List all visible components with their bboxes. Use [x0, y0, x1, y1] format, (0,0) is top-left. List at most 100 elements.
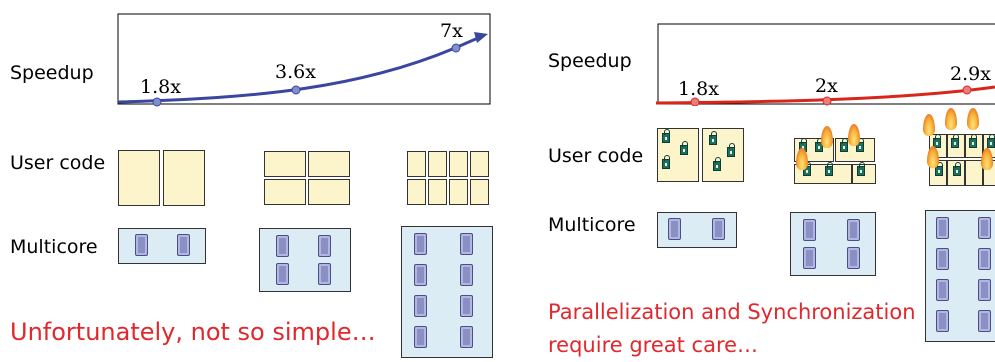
left-point-2 — [291, 85, 301, 95]
flame-icon — [923, 114, 935, 136]
code-block — [449, 179, 468, 205]
code-block — [308, 151, 350, 177]
lock-icon — [857, 162, 865, 176]
chip-icon — [936, 217, 949, 239]
chip-icon — [460, 295, 473, 317]
code-block — [794, 162, 852, 184]
chip-icon — [978, 248, 991, 270]
left-point-3 — [451, 43, 461, 53]
right-speedup-label: Speedup — [548, 50, 632, 72]
flame-icon — [796, 148, 808, 170]
flame-icon — [981, 148, 993, 170]
code-block — [163, 150, 205, 206]
code-block — [407, 179, 426, 205]
code-block — [449, 151, 468, 177]
left-speedup-label: Speedup — [10, 62, 94, 84]
code-block — [264, 151, 306, 177]
left-user-code-label: User code — [10, 152, 106, 174]
chip-icon — [936, 279, 949, 301]
right-value-3: 2.9x — [950, 63, 991, 85]
lock-icon — [662, 129, 670, 143]
chip-icon — [978, 279, 991, 301]
code-block — [428, 151, 447, 177]
chip-icon — [276, 263, 289, 285]
left-value-3: 7x — [440, 20, 463, 42]
chip-icon — [460, 233, 473, 255]
lock-icon — [727, 143, 735, 157]
right-user-code-label: User code — [548, 145, 644, 167]
right-multicore-2 — [657, 212, 737, 248]
right-point-1 — [690, 97, 700, 106]
chip-icon — [712, 218, 725, 240]
chip-icon — [414, 233, 427, 255]
chip-icon — [847, 247, 860, 269]
code-block — [470, 151, 489, 177]
code-block — [852, 162, 876, 184]
right-point-2 — [822, 96, 832, 106]
lock-icon — [713, 157, 721, 171]
chip-icon — [803, 219, 816, 241]
chip-icon — [668, 218, 681, 240]
flame-icon — [945, 108, 957, 130]
right-multicore-label: Multicore — [548, 214, 636, 236]
lock-icon — [933, 134, 941, 148]
chip-icon — [847, 219, 860, 241]
right-multicore-8 — [925, 210, 995, 342]
chip-icon — [414, 326, 427, 348]
left-curve-arrowhead — [474, 32, 488, 43]
right-point-3 — [962, 85, 972, 95]
flame-icon — [821, 126, 833, 148]
chip-icon — [936, 248, 949, 270]
right-value-2: 2x — [815, 75, 838, 97]
chip-icon — [318, 263, 331, 285]
left-point-1 — [152, 97, 162, 107]
lock-icon — [951, 134, 959, 148]
code-block — [965, 160, 983, 186]
code-block — [657, 128, 699, 182]
right-multicore-4 — [790, 212, 876, 276]
code-block — [308, 179, 350, 205]
chip-icon — [978, 310, 991, 332]
chip-icon — [936, 310, 949, 332]
right-value-1: 1.8x — [678, 78, 719, 100]
chip-icon — [803, 247, 816, 269]
chip-icon — [460, 264, 473, 286]
code-block — [118, 150, 160, 206]
chip-icon — [978, 217, 991, 239]
left-speedup-chart: 1.8x 3.6x 7x — [117, 13, 491, 107]
chip-icon — [414, 295, 427, 317]
lock-icon — [953, 162, 961, 176]
left-multicore-8 — [401, 226, 493, 358]
code-block — [428, 179, 447, 205]
lock-icon — [969, 134, 977, 148]
lock-icon — [987, 134, 995, 148]
lock-icon — [825, 162, 833, 176]
left-multicore-label: Multicore — [10, 236, 98, 258]
chip-icon — [414, 264, 427, 286]
flame-icon — [927, 146, 939, 168]
lock-icon — [840, 138, 848, 152]
right-speedup-chart: 1.8x 2x 2.9x — [655, 23, 995, 106]
lock-icon — [935, 162, 943, 176]
lock-icon — [680, 141, 688, 155]
code-block — [702, 128, 744, 182]
chip-icon — [318, 235, 331, 257]
left-value-1: 1.8x — [140, 76, 181, 98]
code-block — [470, 179, 489, 205]
code-block — [407, 151, 426, 177]
left-multicore-2 — [118, 228, 206, 264]
flame-icon — [967, 108, 979, 130]
chip-icon — [177, 234, 190, 256]
right-caption-line-2: require great care… — [548, 333, 759, 357]
lock-icon — [709, 131, 717, 145]
lock-icon — [662, 155, 670, 169]
flame-icon — [848, 124, 860, 146]
code-block — [264, 179, 306, 205]
left-multicore-4 — [259, 228, 351, 292]
left-value-2: 3.6x — [275, 61, 316, 83]
left-caption: Unfortunately, not so simple… — [10, 318, 376, 346]
chip-icon — [460, 326, 473, 348]
chip-icon — [276, 235, 289, 257]
chip-icon — [135, 234, 148, 256]
right-caption-line-1: Parallelization and Synchronization — [548, 300, 916, 324]
